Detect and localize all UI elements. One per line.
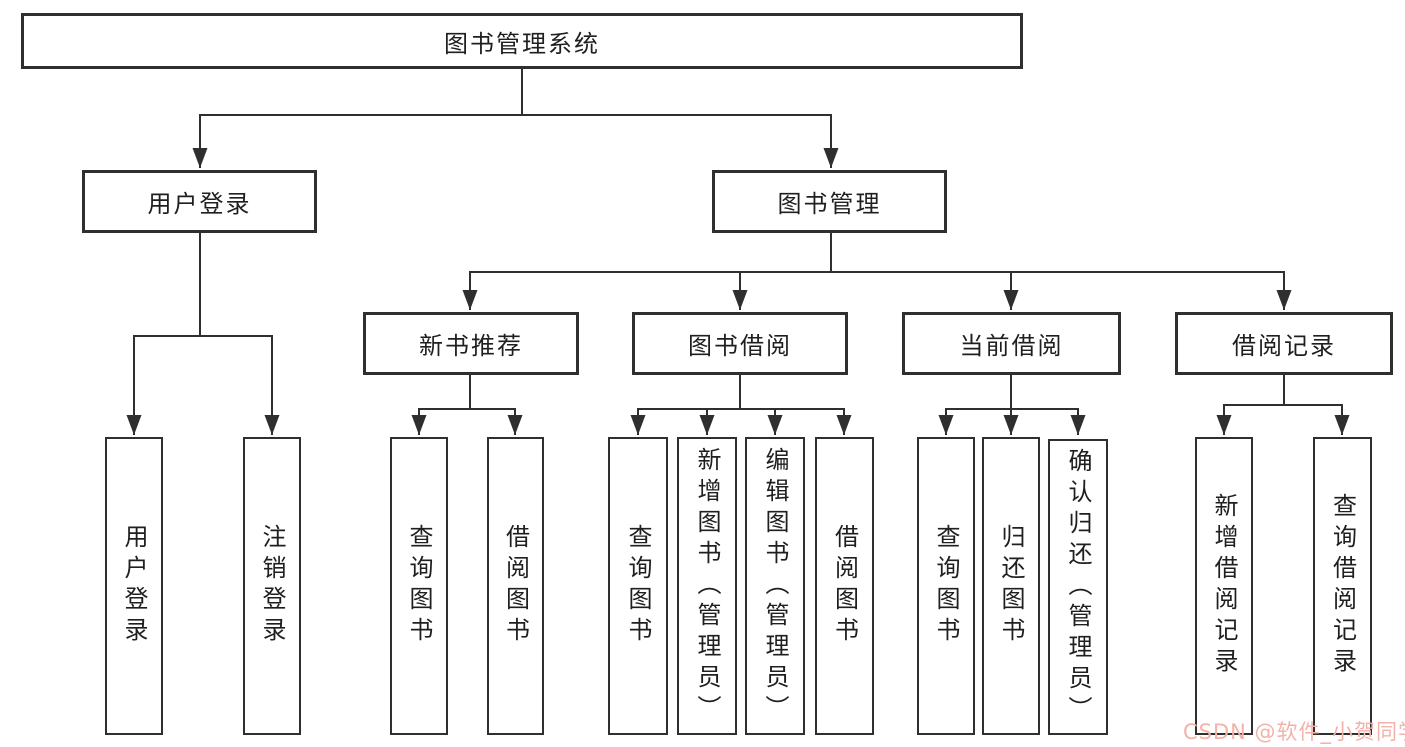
node-label: 确认归还（管理员） (1064, 447, 1092, 727)
node-label: 查询图书 (624, 524, 652, 648)
node-current-borrow: 当前借阅 (902, 312, 1121, 375)
leaf-current-query-books: 查询图书 (917, 437, 975, 735)
node-label: 新增图书（管理员） (693, 446, 721, 726)
node-label: 查询图书 (932, 524, 960, 648)
node-label: 查询图书 (405, 524, 433, 648)
node-label: 用户登录 (120, 524, 148, 648)
node-label: 当前借阅 (959, 332, 1064, 360)
leaf-borrow-add-books-admin: 新增图书（管理员） (677, 437, 737, 735)
leaf-current-return-books: 归还图书 (982, 437, 1040, 735)
leaf-records-add-borrow-record: 新增借阅记录 (1195, 437, 1253, 735)
node-library-management-system: 图书管理系统 (21, 13, 1023, 69)
node-label: 编辑图书（管理员） (761, 446, 789, 726)
node-label: 查询借阅记录 (1328, 493, 1357, 679)
node-label: 新书推荐 (419, 332, 523, 360)
node-user-login: 用户登录 (82, 170, 317, 233)
node-label: 用户登录 (147, 190, 252, 218)
leaf-newbook-query-books: 查询图书 (390, 437, 448, 735)
node-label: 归还图书 (997, 524, 1025, 648)
node-label: 注销登录 (258, 524, 286, 648)
leaf-current-confirm-return-admin: 确认归还（管理员） (1048, 439, 1108, 735)
leaf-records-query-borrow-record: 查询借阅记录 (1313, 437, 1372, 735)
watermark-text: CSDN @软件_小贺同学 (1183, 720, 1405, 744)
node-label: 借阅图书 (830, 524, 859, 648)
node-label: 图书借阅 (688, 332, 792, 360)
node-book-management: 图书管理 (712, 170, 947, 233)
leaf-newbook-borrow-books: 借阅图书 (487, 437, 544, 735)
leaf-user-login: 用户登录 (105, 437, 163, 735)
node-label: 图书管理 (777, 190, 882, 218)
leaf-borrow-borrow-books: 借阅图书 (815, 437, 874, 735)
node-new-book-recommend: 新书推荐 (363, 312, 579, 375)
node-label: 新增借阅记录 (1210, 493, 1238, 679)
leaf-logout: 注销登录 (243, 437, 301, 735)
node-label: 借阅记录 (1232, 332, 1336, 360)
node-book-borrow: 图书借阅 (632, 312, 848, 375)
node-label: 图书管理系统 (444, 29, 600, 58)
leaf-borrow-edit-books-admin: 编辑图书（管理员） (745, 437, 805, 735)
node-borrow-records: 借阅记录 (1175, 312, 1393, 375)
node-label: 借阅图书 (501, 524, 530, 648)
leaf-borrow-query-books: 查询图书 (608, 437, 668, 735)
